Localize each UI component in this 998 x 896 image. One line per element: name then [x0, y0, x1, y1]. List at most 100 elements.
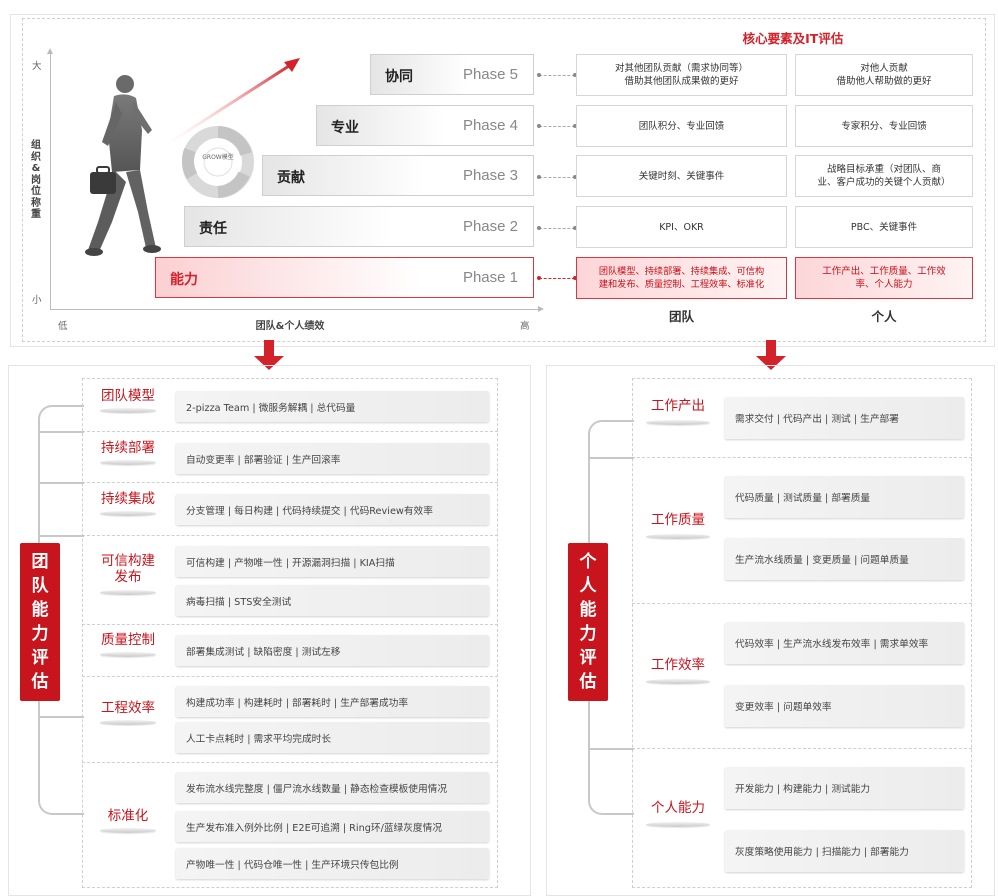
team-section-title: 团队模型 — [101, 388, 155, 404]
team-section-title: 持续部署 — [101, 440, 155, 456]
metric-bar: 变更效率 | 问题单效率 — [725, 685, 964, 727]
phase-name: 专业 — [331, 120, 359, 136]
y-axis-high: 大 — [32, 61, 42, 72]
team-cell-3: 关键时刻、关键事件 — [576, 155, 787, 197]
individual-eval-title: 个人能力评估 — [568, 543, 608, 701]
bracket-tick — [40, 482, 84, 484]
growth-arrow-icon — [154, 58, 300, 154]
metric-bar: 部署集成测试 | 缺陷密度 | 测试左移 — [176, 635, 489, 666]
phase-bar-5: 协同 Phase 5 — [370, 54, 534, 95]
metric-bar: 需求交付 | 代码产出 | 测试 | 生产部署 — [725, 397, 964, 439]
team-eval-title: 团队能力评估 — [20, 543, 60, 701]
divider — [82, 762, 498, 763]
businessman-icon — [85, 75, 161, 256]
metric-bar: 灰度策略使用能力 | 扫描能力 | 部署能力 — [725, 830, 964, 872]
phase-name: 协同 — [385, 69, 413, 85]
phase-name: 贡献 — [277, 170, 305, 186]
divider — [632, 457, 972, 458]
divider — [82, 535, 498, 536]
down-arrow-right-icon — [756, 340, 786, 372]
top-panel-frame — [22, 18, 986, 342]
team-cell-4: 团队积分、专业回馈 — [576, 105, 787, 147]
title-underline — [100, 408, 156, 413]
x-axis-high: 高 — [520, 321, 530, 332]
grow-model-label: GROW模型 — [202, 154, 234, 161]
team-cell-1: 团队模型、持续部署、持续集成、可信构 建和发布、质量控制、工程效率、标准化 — [576, 257, 787, 299]
team-section-title: 持续集成 — [101, 491, 155, 507]
individual-cell-5: 对他人贡献 借助他人帮助做的更好 — [795, 54, 973, 96]
grow-model-cycle: GROW模型 — [178, 124, 258, 200]
metric-bar: 代码质量 | 测试质量 | 部署质量 — [725, 476, 964, 518]
individual-panel-frame — [632, 378, 972, 888]
phase-number: Phase 2 — [462, 218, 518, 235]
bracket-tick — [40, 716, 84, 718]
top-panel — [10, 14, 995, 347]
individual-column-label: 个人 — [871, 309, 897, 324]
x-axis — [50, 306, 544, 312]
individual-section-title: 工作产出 — [651, 398, 705, 414]
title-underline — [100, 720, 156, 725]
title-underline — [646, 534, 710, 539]
x-axis-low: 低 — [58, 321, 68, 332]
phase-number: Phase 5 — [462, 66, 518, 83]
connector-1 — [537, 276, 577, 280]
phase-name: 责任 — [199, 221, 227, 237]
individual-cell-2: PBC、关键事件 — [795, 206, 973, 248]
team-eval-title-text: 团队能力评估 — [31, 552, 49, 692]
phase-number: Phase 1 — [462, 269, 518, 286]
individual-cell-3: 战略目标承重（对团队、商 业、客户成功的关键个人贡献） — [795, 155, 973, 197]
phase-name: 能力 — [170, 272, 198, 288]
metric-bar: 发布流水线完整度 | 僵尸流水线数量 | 静态检查模板使用情况 — [176, 772, 489, 803]
phase-number: Phase 3 — [462, 167, 518, 184]
y-axis-label: 组织&岗位称重 — [31, 140, 41, 220]
team-cell-5: 对其他团队贡献（需求协同等） 借助其他团队成果做的更好 — [576, 54, 787, 96]
phase-bar-2: 责任 Phase 2 — [184, 206, 534, 247]
metric-bar: 可信构建 | 产物唯一性 | 开源漏洞扫描 | KIA扫描 — [176, 546, 489, 577]
core-title: 核心要素及IT评估 — [742, 31, 844, 46]
divider — [82, 676, 498, 677]
metric-bar: 自动变更率 | 部署验证 | 生产回滚率 — [176, 443, 489, 474]
connector-5 — [537, 73, 577, 77]
metric-bar: 人工卡点耗时 | 需求平均完成时长 — [176, 722, 489, 753]
bracket-tick — [40, 431, 84, 433]
individual-section-title: 个人能力 — [651, 800, 705, 816]
title-underline — [100, 460, 156, 465]
title-underline — [100, 828, 156, 833]
y-axis — [47, 48, 53, 310]
metric-bar: 产物唯一性 | 代码仓唯一性 | 生产环境只传包比例 — [176, 848, 489, 879]
individual-cell-1: 工作产出、工作质量、工作效 率、个人能力 — [795, 257, 973, 299]
individual-section-title: 工作质量 — [651, 512, 705, 528]
team-column-label: 团队 — [668, 309, 694, 324]
divider — [632, 603, 972, 604]
bracket-tick — [40, 535, 84, 537]
title-underline — [100, 590, 156, 595]
team-cell-2: KPI、OKR — [576, 206, 787, 248]
metric-bar: 病毒扫描 | STS安全测试 — [176, 585, 489, 616]
metric-bar: 开发能力 | 构建能力 | 测试能力 — [725, 767, 964, 809]
title-underline — [646, 420, 710, 425]
team-section-title: 工程效率 — [101, 700, 155, 716]
phase-bar-1: 能力 Phase 1 — [155, 257, 534, 298]
team-section-title: 质量控制 — [101, 632, 155, 648]
divider — [82, 624, 498, 625]
metric-bar: 生产流水线质量 | 变更质量 | 问题单质量 — [725, 538, 964, 580]
team-section-title: 标准化 — [107, 808, 149, 824]
phase-number: Phase 4 — [462, 117, 518, 134]
title-underline — [100, 511, 156, 516]
metric-bar: 构建成功率 | 构建耗时 | 部署耗时 | 生产部署成功率 — [176, 686, 489, 717]
down-arrow-left-icon — [254, 340, 284, 372]
individual-section-title: 工作效率 — [651, 657, 705, 673]
metric-bar: 生产发布准入例外比例 | E2E可追溯 | Ring环/蓝绿灰度情况 — [176, 811, 489, 842]
metric-bar: 代码效率 | 生产流水线发布效率 | 需求单效率 — [725, 622, 964, 664]
title-underline — [100, 652, 156, 657]
title-underline — [646, 822, 710, 827]
team-panel-frame — [82, 378, 498, 888]
y-axis-low: 小 — [32, 295, 42, 306]
connector-4 — [537, 124, 577, 128]
metric-bar: 分支管理 | 每日构建 | 代码持续提交 | 代码Review有效率 — [176, 494, 489, 525]
divider — [82, 482, 498, 483]
individual-eval-title-text: 个人能力评估 — [579, 552, 597, 692]
connector-3 — [537, 175, 577, 179]
individual-cell-4: 专家积分、专业回馈 — [795, 105, 973, 147]
grow-cycle-icon — [182, 126, 254, 198]
